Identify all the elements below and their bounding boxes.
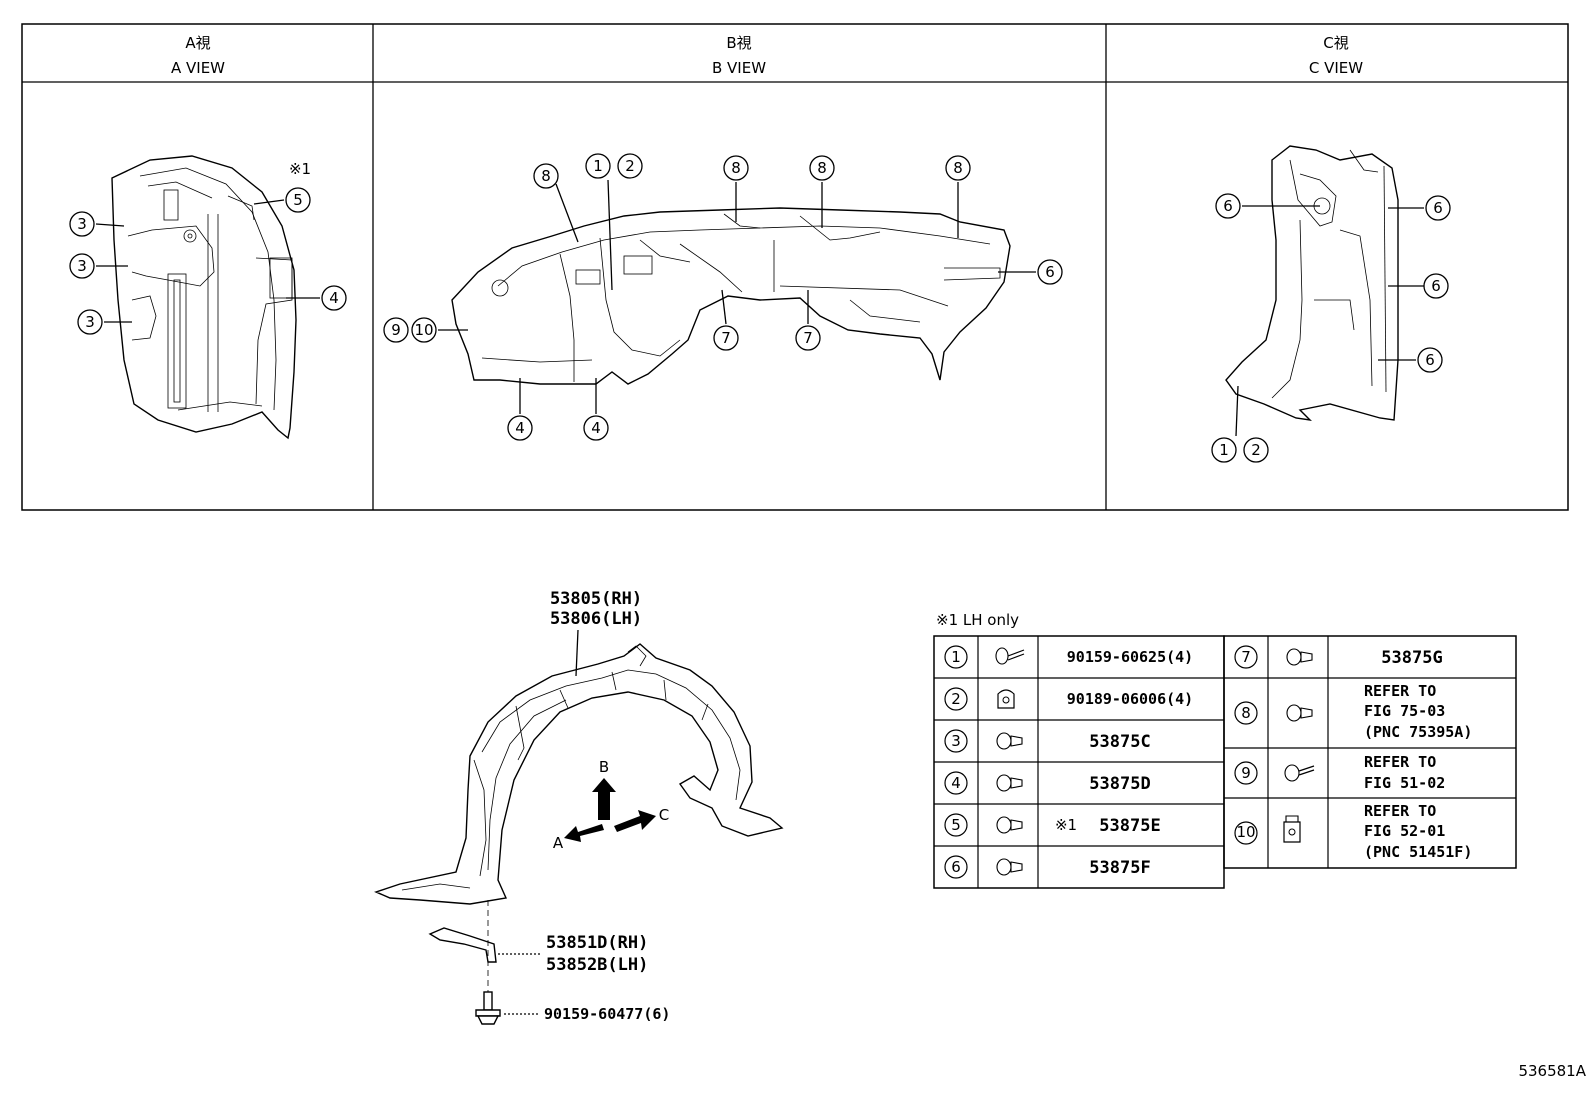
legend-part-2: 90189-06006(4) (1067, 690, 1193, 708)
nut-clip-icon (997, 689, 1015, 709)
callout-3b: 3 (77, 257, 87, 275)
legend-ref-8-line1: REFER TO (1364, 682, 1436, 700)
callout-2: 2 (1251, 441, 1261, 459)
legend-ref-8-line3: (PNC 75395A) (1364, 723, 1472, 741)
bolt-label: 90159-60477(6) (544, 1005, 670, 1023)
view-frame (21, 23, 1569, 511)
callout-8a: 8 (541, 167, 551, 185)
legend-ref-10-line1: REFER TO (1364, 802, 1436, 820)
b-view-title-jp: B視 (726, 34, 751, 52)
callout-6b: 6 (1433, 199, 1443, 217)
legend-num-7: 7 (1241, 648, 1251, 666)
clip-icon (996, 816, 1023, 834)
callout-3c: 3 (85, 313, 95, 331)
callout-7a: 7 (721, 329, 731, 347)
callout-9: 9 (391, 321, 401, 339)
callout-6d: 6 (1425, 351, 1435, 369)
legend-left-rows: 1 90159-60625(4) 2 90189-06006(4) 3 5387… (944, 645, 1193, 879)
fender-liner-drawing (374, 643, 784, 905)
callout-6: 6 (1045, 263, 1055, 281)
legend-num-9: 9 (1241, 764, 1251, 782)
legend-right-rows: 7 53875G 8 REFER TO FIG 75-03 (PNC 75395… (1234, 645, 1472, 861)
callout-8c: 8 (817, 159, 827, 177)
legend-num-3: 3 (951, 732, 961, 750)
b-view-title-en: B VIEW (712, 59, 766, 77)
direction-c-label: C (659, 806, 669, 824)
callout-4a: 4 (515, 419, 525, 437)
a-view-title-jp: A視 (185, 34, 210, 52)
direction-b-label: B (599, 758, 609, 776)
c-view-title-en: C VIEW (1309, 59, 1363, 77)
c-view-part-drawing (1225, 145, 1399, 421)
b-view-callouts: 8 1 2 8 8 8 6 9 10 7 7 4 4 (383, 153, 1063, 441)
legend-num-4: 4 (951, 774, 961, 792)
liner-leader (575, 629, 579, 677)
callout-4b: 4 (591, 419, 601, 437)
b-view-leaders (438, 179, 1036, 414)
a-view-callouts: 3 3 3 5 4 ※1 (69, 160, 347, 335)
c-view-leaders (1235, 205, 1424, 437)
figure-id: 536581A (1518, 1062, 1586, 1080)
legend-note: ※1 LH only (936, 611, 1019, 629)
legend-ref-9-line2: FIG 51-02 (1364, 774, 1445, 792)
clip-icon (996, 858, 1023, 876)
callout-10: 10 (414, 321, 433, 339)
legend-part-3: 53875C (1089, 732, 1150, 752)
legend-num-1: 1 (951, 648, 961, 666)
legend-num-8: 8 (1241, 704, 1251, 722)
legend-num-10: 10 (1236, 823, 1255, 841)
legend-part-5: 53875E (1099, 816, 1160, 836)
c-view-callouts: 6 6 6 6 1 2 (1211, 193, 1451, 463)
legend-part-1: 90159-60625(4) (1067, 648, 1193, 666)
legend-part-7: 53875G (1381, 648, 1442, 668)
c-view-title-jp: C視 (1323, 34, 1348, 52)
legend-table (933, 635, 1517, 889)
legend-part-6: 53875F (1089, 858, 1150, 878)
callout-7b: 7 (803, 329, 813, 347)
clip-icon (996, 774, 1023, 792)
callout-8d: 8 (953, 159, 963, 177)
bracket-drawing (428, 900, 540, 1002)
callout-2: 2 (625, 157, 635, 175)
lh-only-mark: ※1 (289, 160, 311, 178)
a-view-leaders (95, 199, 320, 323)
callout-1: 1 (593, 157, 603, 175)
clip-icon (1286, 648, 1313, 666)
callout-1: 1 (1219, 441, 1229, 459)
liner-rh-label: 53805(RH) (550, 589, 642, 609)
legend-num-5: 5 (951, 816, 961, 834)
liner-lh-label: 53806(LH) (550, 609, 642, 629)
legend-ref-9-line1: REFER TO (1364, 753, 1436, 771)
legend-ref-10-line2: FIG 52-01 (1364, 822, 1445, 840)
legend-ref-10-line3: (PNC 51451F) (1364, 843, 1472, 861)
view-direction-arrows (564, 778, 656, 842)
callout-4: 4 (329, 289, 339, 307)
b-view-part-drawing (451, 207, 1011, 385)
retainer-icon (1283, 815, 1301, 843)
a-view-title-en: A VIEW (171, 59, 225, 77)
clip-icon (996, 732, 1023, 750)
callout-6c: 6 (1431, 277, 1441, 295)
direction-a-label: A (553, 834, 564, 852)
bracket-lh-label: 53852B(LH) (546, 955, 648, 975)
legend-mark-5: ※1 (1055, 816, 1077, 834)
callout-8b: 8 (731, 159, 741, 177)
a-view-part-drawing (111, 155, 297, 440)
bracket-rh-label: 53851D(RH) (546, 933, 648, 953)
legend-num-2: 2 (951, 690, 961, 708)
callout-5: 5 (293, 191, 303, 209)
callout-3a: 3 (77, 215, 87, 233)
bolt-drawing (475, 991, 540, 1025)
screw-icon (1284, 764, 1315, 782)
legend-ref-8-line2: FIG 75-03 (1364, 702, 1445, 720)
clip-icon (1286, 704, 1313, 722)
legend-part-4: 53875D (1089, 774, 1150, 794)
bolt-icon (995, 647, 1025, 665)
legend-num-6: 6 (951, 858, 961, 876)
callout-6a: 6 (1223, 197, 1233, 215)
